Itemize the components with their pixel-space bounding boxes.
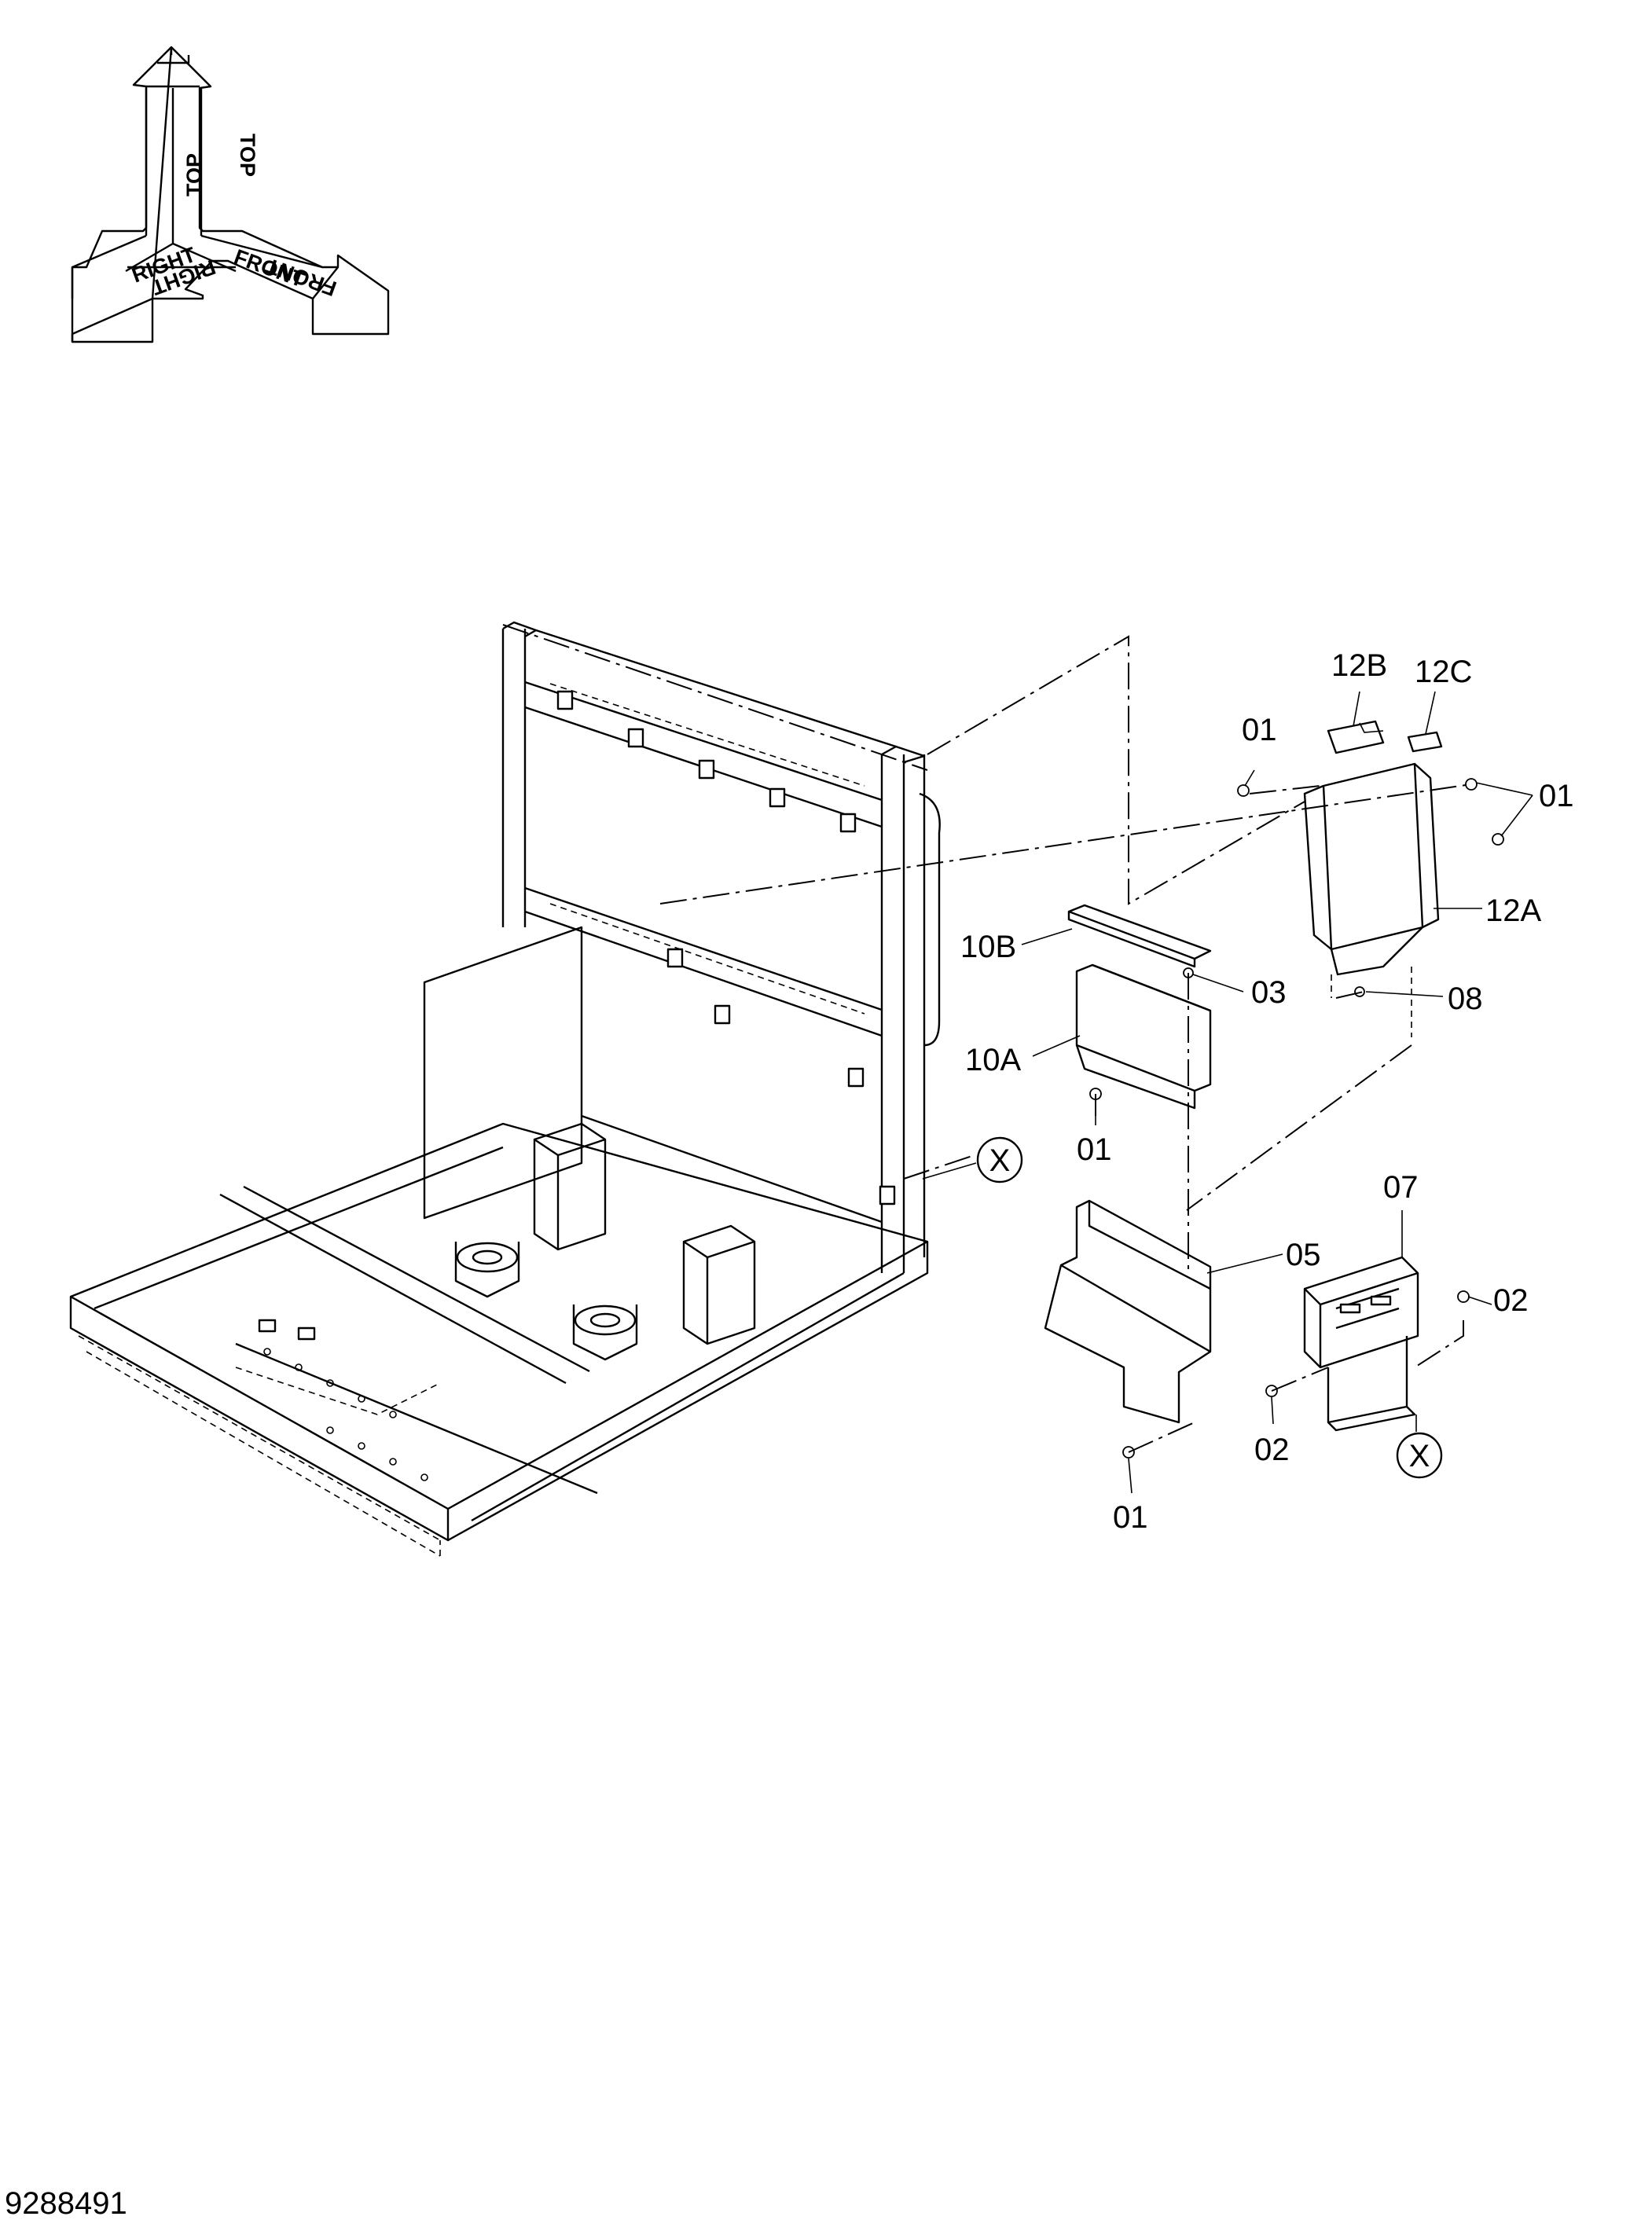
bolt-08 [1354, 986, 1365, 997]
reference-x-frame-label: X [989, 1143, 1011, 1178]
callout-10A: 10A [965, 1043, 1021, 1077]
orientation-top-label-b: TOP [236, 134, 259, 177]
leader-lines [922, 691, 1533, 1494]
part-10B [1067, 904, 1212, 968]
callout-02-bottom: 02 [1254, 1433, 1290, 1467]
nut-01-top [1237, 784, 1250, 797]
document-number: 9288491 [5, 2186, 127, 2221]
orientation-symbol: TOP TOP RIGHT RIGHT FRONT FRONT [71, 46, 390, 343]
nut-01-right-b [1492, 833, 1504, 846]
callout-01-top: 01 [1242, 713, 1277, 747]
callout-12B: 12B [1331, 648, 1387, 683]
part-12C [1407, 731, 1443, 753]
callout-08: 08 [1448, 982, 1483, 1016]
part-07 [1303, 1256, 1419, 1432]
nut-01-right-a [1465, 778, 1478, 791]
part-12A [1303, 762, 1440, 1037]
callout-01-mid: 01 [1077, 1132, 1112, 1167]
part-10A [1075, 963, 1212, 1110]
orientation-top-label-a: TOP [182, 153, 206, 196]
callout-01-right: 01 [1539, 779, 1574, 813]
cab-frame [69, 621, 941, 1557]
bolt-02-right [1457, 1290, 1470, 1303]
callout-labels: 01 12B 12C 01 12A 10B 03 08 10A 01 07 05… [960, 648, 1574, 1535]
part-05 [1044, 1199, 1212, 1424]
callout-12A: 12A [1485, 894, 1541, 928]
seat-pedestals [454, 1122, 756, 1361]
part-12B [1327, 720, 1385, 754]
reference-x-circle-frame [976, 1136, 1023, 1183]
floor-holes [258, 1319, 428, 1481]
callout-01-bottom: 01 [1113, 1500, 1148, 1535]
callout-12C: 12C [1415, 655, 1472, 689]
callout-02-right: 02 [1493, 1283, 1529, 1318]
reference-x-bracket-label: X [1409, 1439, 1430, 1473]
callout-03: 03 [1251, 975, 1287, 1010]
callout-07: 07 [1383, 1170, 1419, 1205]
frame-clips [556, 690, 896, 1205]
reference-markers: X X [976, 1136, 1443, 1479]
callout-10B: 10B [960, 930, 1016, 964]
callout-05: 05 [1286, 1238, 1321, 1272]
reference-x-circle-bracket [1396, 1432, 1443, 1479]
